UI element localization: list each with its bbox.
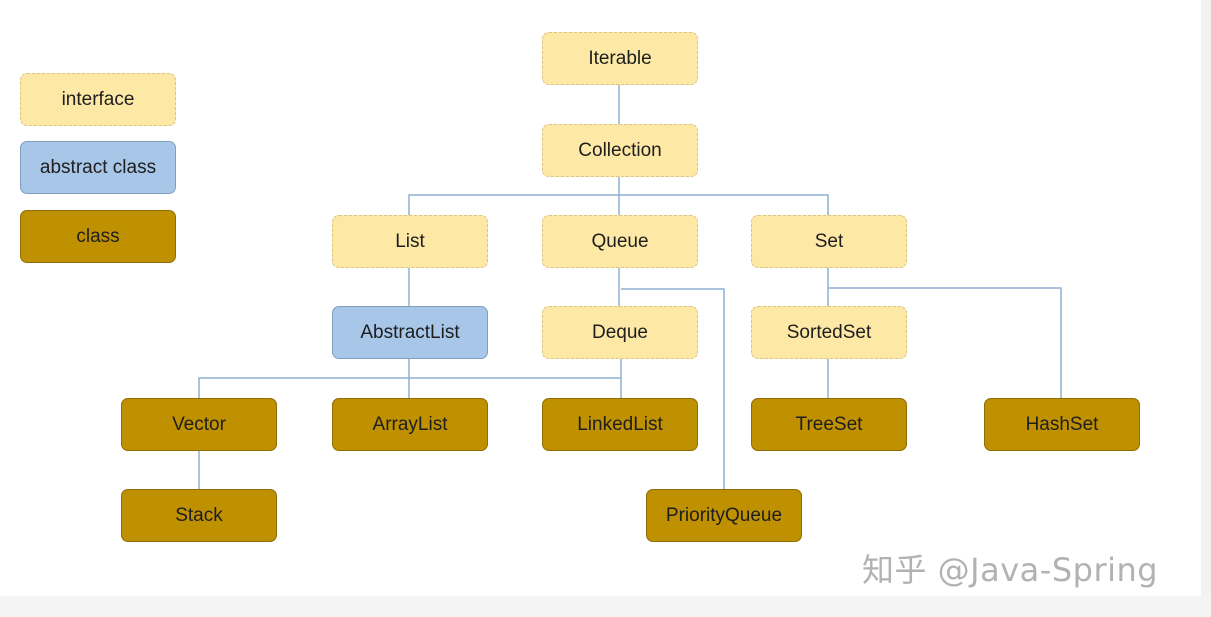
watermark: 知乎 @Java-Spring (862, 551, 1159, 589)
node-collection: Collection (542, 124, 698, 177)
node-sortedset: SortedSet (751, 306, 907, 359)
node-abstractlist: AbstractList (332, 306, 488, 359)
edge-sortedset-hashset-set (827, 268, 1062, 398)
node-set: Set (751, 215, 907, 268)
node-queue: Queue (542, 215, 698, 268)
node-vector: Vector (121, 398, 277, 451)
legend-abstract-class: abstract class (20, 141, 176, 194)
edge-priorityqueue-queue (621, 288, 725, 489)
node-list: List (332, 215, 488, 268)
node-arraylist: ArrayList (332, 398, 488, 451)
node-iterable: Iterable (542, 32, 698, 85)
bottom-edge-strip (0, 596, 1211, 617)
right-edge-strip (1201, 0, 1211, 617)
node-priorityqueue: PriorityQueue (646, 489, 802, 542)
node-stack: Stack (121, 489, 277, 542)
node-hashset: HashSet (984, 398, 1140, 451)
node-linkedlist: LinkedList (542, 398, 698, 451)
edge-list-queue-set-collection (408, 177, 829, 215)
legend-interface: interface (20, 73, 176, 126)
edge-list-impl-bus (198, 359, 621, 398)
node-treeset: TreeSet (751, 398, 907, 451)
node-deque: Deque (542, 306, 698, 359)
legend-class: class (20, 210, 176, 263)
